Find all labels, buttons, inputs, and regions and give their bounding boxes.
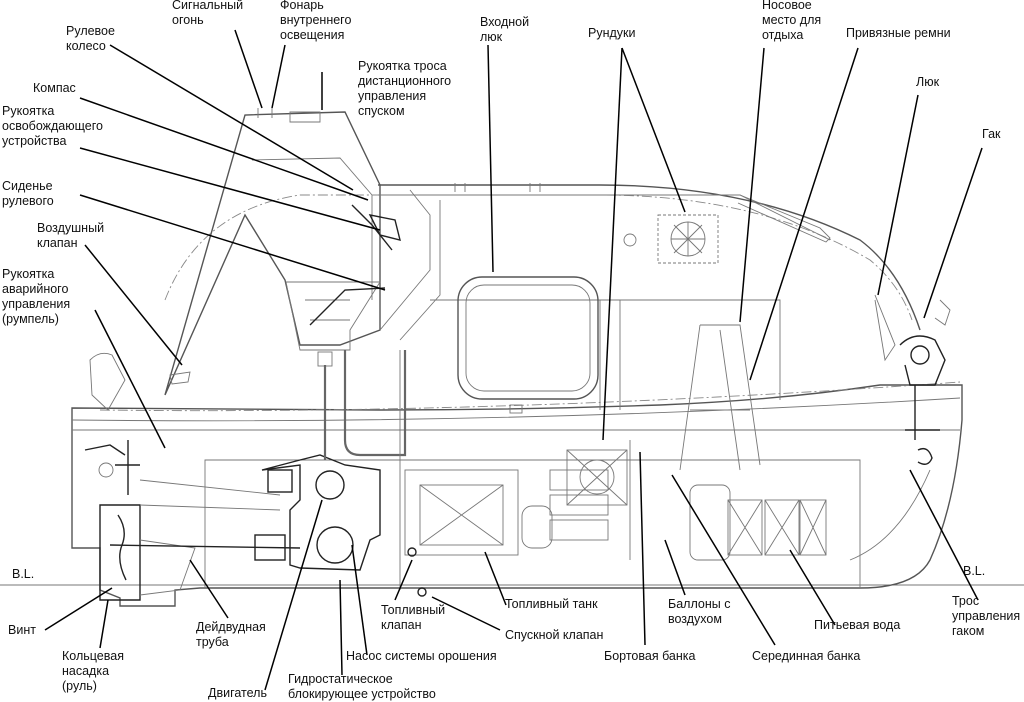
- label-line: освещения: [280, 28, 344, 42]
- label-line: Люк: [916, 75, 940, 89]
- label-line: Привязные ремни: [846, 26, 951, 40]
- label-lockers: Рундуки: [588, 26, 636, 40]
- label-line: насадка: [62, 664, 109, 678]
- label-line: Серединная банка: [752, 649, 860, 663]
- label-line: клапан: [37, 236, 78, 250]
- interior-equipment: [84, 204, 951, 601]
- label-line: огонь: [172, 13, 204, 27]
- baseline-label-right: B.L.: [963, 564, 985, 578]
- label-line: отдыха: [762, 28, 803, 42]
- label-line: Гак: [982, 127, 1001, 141]
- label-line: (румпель): [2, 312, 59, 326]
- label-line: Топливный: [381, 603, 445, 617]
- label-line: рулевого: [2, 194, 54, 208]
- leader-lines: [44, 29, 983, 691]
- label-line: спуском: [358, 104, 405, 118]
- label-line: управления: [358, 89, 426, 103]
- label-line: Воздушный: [37, 221, 104, 235]
- label-drinking-water: Питьевая вода: [814, 618, 900, 632]
- label-sprinkler-pump: Насос системы орошения: [346, 649, 497, 663]
- label-line: Гидростатическое: [288, 672, 393, 686]
- label-fuel-tank: Топливный танк: [505, 597, 598, 611]
- label-line: Баллоны с: [668, 597, 730, 611]
- label-line: Сигнальный: [172, 0, 243, 12]
- label-compass: Компас: [33, 81, 76, 95]
- label-line: внутреннего: [280, 13, 351, 27]
- label-line: Рукоятка: [2, 104, 54, 118]
- label-line: Рукоятка: [2, 267, 54, 281]
- label-line: Сиденье: [2, 179, 53, 193]
- label-line: Спускной клапан: [505, 628, 604, 642]
- label-line: блокирующее устройство: [288, 687, 436, 701]
- label-line: управления: [2, 297, 70, 311]
- baseline: B.L. B.L.: [0, 564, 1024, 586]
- label-line: освобождающего: [2, 119, 103, 133]
- label-hook: Гак: [982, 127, 1001, 141]
- label-line: клапан: [381, 618, 422, 632]
- label-line: Фонарь: [280, 0, 324, 12]
- label-line: Двигатель: [208, 686, 267, 700]
- label-line: Трос: [952, 594, 979, 608]
- label-line: устройства: [2, 134, 66, 148]
- label-tie-straps: Привязные ремни: [846, 26, 951, 40]
- label-engine: Двигатель: [208, 686, 267, 700]
- label-line: люк: [480, 30, 503, 44]
- label-line: Кольцевая: [62, 649, 124, 663]
- label-line: Компас: [33, 81, 76, 95]
- label-middle-bench: Серединная банка: [752, 649, 860, 663]
- label-line: Винт: [8, 623, 36, 637]
- label-hatch: Люк: [916, 75, 940, 89]
- label-line: колесо: [66, 39, 106, 53]
- label-line: Рундуки: [588, 26, 636, 40]
- label-line: воздухом: [668, 612, 722, 626]
- label-drain-valve: Спускной клапан: [505, 628, 604, 642]
- label-line: гаком: [952, 624, 984, 638]
- label-line: Топливный танк: [505, 597, 598, 611]
- label-line: Рукоятка троса: [358, 59, 447, 73]
- baseline-label-left: B.L.: [12, 567, 34, 581]
- label-line: место для: [762, 13, 821, 27]
- label-line: Рулевое: [66, 24, 115, 38]
- label-propeller: Винт: [8, 623, 36, 637]
- label-line: Бортовая банка: [604, 649, 696, 663]
- label-line: (руль): [62, 679, 97, 693]
- label-line: Носовое: [762, 0, 812, 12]
- label-line: аварийного: [2, 282, 68, 296]
- label-side-bench: Бортовая банка: [604, 649, 696, 663]
- boat-hull: [71, 108, 963, 607]
- label-line: Дейдвудная: [196, 620, 266, 634]
- label-line: дистанционного: [358, 74, 451, 88]
- label-line: Насос системы орошения: [346, 649, 497, 663]
- label-line: Питьевая вода: [814, 618, 900, 632]
- label-line: управления: [952, 609, 1020, 623]
- label-line: Входной: [480, 15, 529, 29]
- label-line: труба: [196, 635, 229, 649]
